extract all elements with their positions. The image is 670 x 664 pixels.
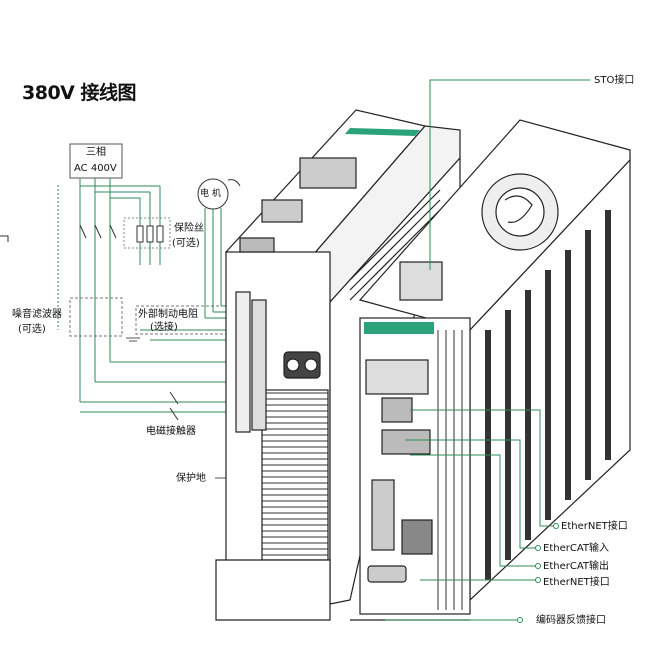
schematic-wiring: [57, 143, 291, 479]
encoder-port-label: 编码器反馈接口: [536, 615, 606, 626]
three-phase-label: 三相: [86, 147, 106, 158]
contactor-label: 电磁接触器: [146, 426, 196, 437]
fuse-optional-label: (可选): [172, 238, 200, 249]
callout-lines: [385, 79, 590, 621]
page-title: 380V 接线图: [22, 82, 136, 104]
noise-filter-optional-label: (可选): [18, 324, 46, 335]
ethernet-port-label-1: EtherNET接口: [561, 521, 628, 532]
fuse-label: 保险丝: [174, 223, 204, 234]
fuse-symbols: [123, 217, 171, 249]
motor-label: 电 机: [200, 189, 221, 199]
protective-earth-label: 保护地: [176, 473, 206, 484]
brake-resistor-label: 外部制动电阻: [138, 309, 198, 320]
ethercat-in-label: EtherCAT输入: [543, 543, 609, 554]
ethercat-out-label: EtherCAT输出: [543, 561, 609, 572]
sto-port-label: STO接口: [594, 75, 635, 86]
motor-symbol: [197, 178, 229, 210]
noise-filter-label: 噪音滤波器: [12, 309, 62, 320]
callout-dots: [517, 523, 559, 623]
ac-voltage-label: AC 400V: [74, 163, 117, 174]
three-phase-source-box: [69, 143, 123, 179]
left-bracket: [0, 235, 9, 242]
brake-optional-label: (选接): [150, 322, 178, 333]
ethernet-port-label-2: EtherNET接口: [543, 577, 610, 588]
servo-drive-rear: [350, 119, 631, 621]
